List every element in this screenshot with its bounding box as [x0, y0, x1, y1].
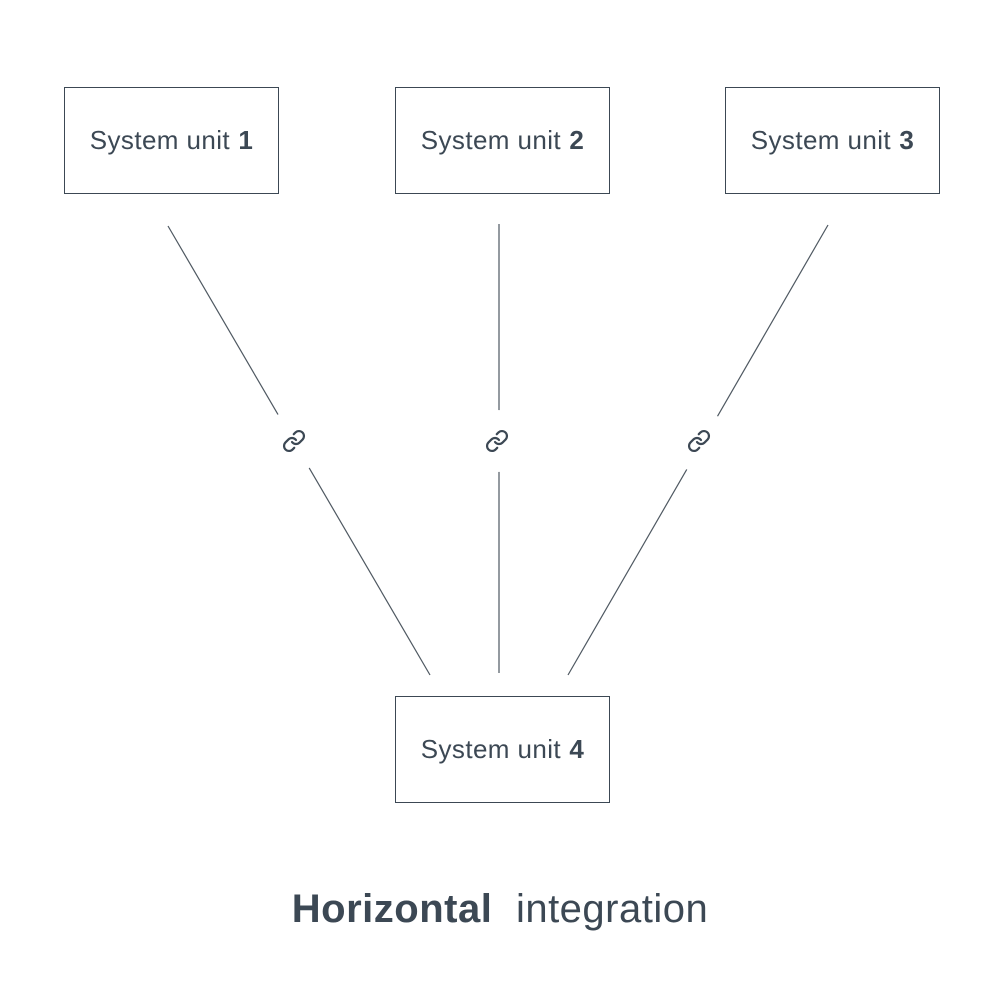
node-system-unit-1: System unit 1 — [64, 87, 279, 194]
node-label: System unit — [750, 125, 892, 155]
diagram-title: Horizontal integration — [0, 884, 1000, 934]
diagram-title-light: integration — [515, 887, 709, 931]
node-label: System unit — [420, 734, 562, 764]
icon-backdrop — [668, 410, 730, 472]
icon-backdrop — [263, 410, 325, 472]
icon-backdrop — [466, 410, 528, 472]
chain-link-icon — [281, 428, 307, 454]
node-label: System unit — [420, 125, 562, 155]
chain-link-icon — [484, 428, 510, 454]
node-label: System unit — [89, 125, 231, 155]
node-system-unit-2: System unit 2 — [395, 87, 610, 194]
node-system-unit-4: System unit 4 — [395, 696, 610, 803]
chain-link-icon — [686, 428, 712, 454]
node-number: 1 — [238, 125, 254, 155]
node-number: 4 — [569, 734, 585, 764]
node-number: 2 — [569, 125, 585, 155]
node-number: 3 — [899, 125, 915, 155]
diagram-title-bold: Horizontal — [291, 887, 493, 931]
node-system-unit-3: System unit 3 — [725, 87, 940, 194]
